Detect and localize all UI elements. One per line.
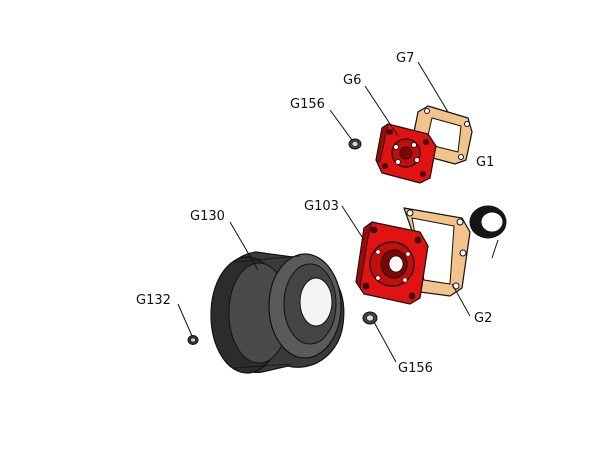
leader-g132 bbox=[177, 303, 193, 337]
label-g2: G2 bbox=[474, 311, 492, 326]
label-g156-bottom: G156 bbox=[398, 361, 433, 376]
leader-g6 bbox=[364, 85, 399, 137]
label-g6: G6 bbox=[343, 73, 361, 88]
o-ring bbox=[469, 205, 507, 239]
leader-g7 bbox=[417, 61, 449, 113]
screw-g132 bbox=[187, 335, 199, 345]
cover-g103 bbox=[355, 221, 429, 305]
leader-lines bbox=[177, 61, 499, 363]
label-g103: G103 bbox=[304, 199, 339, 214]
screw-g156-bottom bbox=[362, 311, 378, 325]
label-g7: G7 bbox=[396, 51, 414, 66]
label-g156-top: G156 bbox=[290, 97, 325, 112]
leader-g2 bbox=[451, 283, 471, 317]
leader-g156-top bbox=[329, 109, 353, 141]
leader-g103 bbox=[341, 205, 365, 241]
leader-o-ring bbox=[491, 239, 499, 259]
leader-g130 bbox=[229, 221, 259, 271]
leader-g156-bottom bbox=[373, 321, 397, 363]
label-g132: G132 bbox=[136, 293, 171, 308]
housing-g130 bbox=[210, 251, 345, 374]
cover-g6 bbox=[375, 123, 437, 184]
screw-g156-top bbox=[348, 138, 362, 150]
label-g1: G1 bbox=[476, 155, 494, 170]
label-g130: G130 bbox=[190, 209, 225, 224]
